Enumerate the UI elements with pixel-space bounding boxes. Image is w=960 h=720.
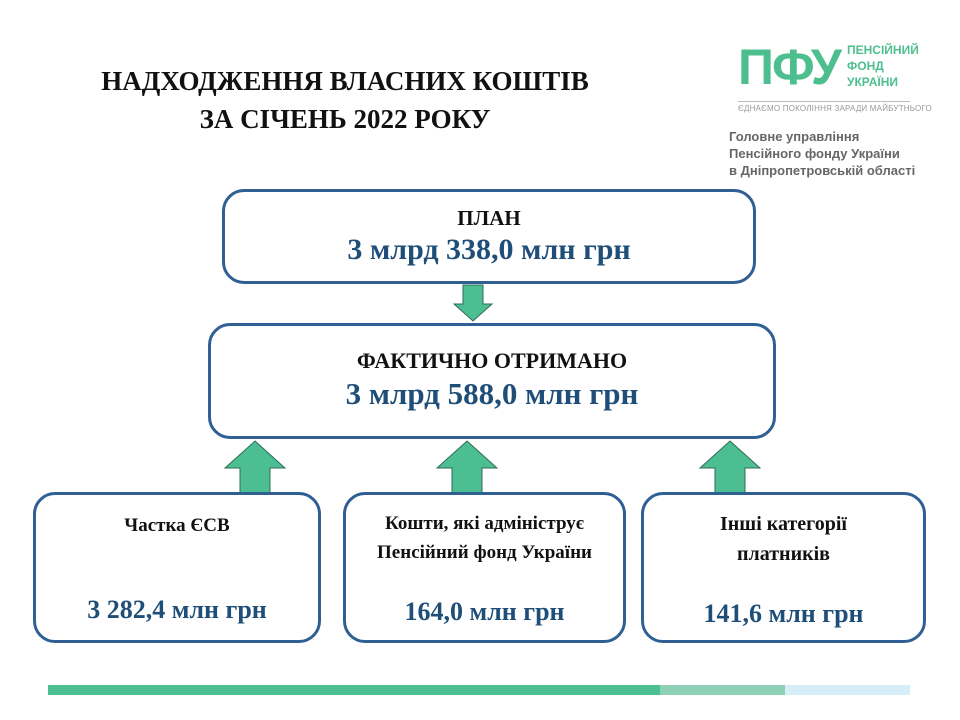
plan-label: ПЛАН	[457, 206, 521, 230]
source-label: Частка ЄСВ	[124, 515, 230, 536]
organization-name: Головне управління Пенсійного фонду Укра…	[729, 128, 915, 179]
actual-label: ФАКТИЧНО ОТРИМАНО	[356, 348, 628, 373]
footer-bar-segment-2	[660, 685, 785, 695]
logo-tagline: ЄДНАЄМО ПОКОЛІННЯ ЗАРАДИ МАЙБУТНЬОГО	[738, 104, 932, 113]
logo-name-3: УКРАЇНИ	[847, 75, 899, 89]
pfu-logo: ПФУ	[738, 39, 842, 95]
actual-value: 3 млрд 588,0 млн грн	[345, 376, 639, 411]
logo-name-2: ФОНД	[847, 59, 884, 73]
title-line-1: НАДХОДЖЕННЯ ВЛАСНИХ КОШТІВ	[101, 66, 589, 96]
org-line-1: Головне управління	[729, 129, 860, 144]
page-title: НАДХОДЖЕННЯ ВЛАСНИХ КОШТІВ ЗА СІЧЕНЬ 202…	[40, 62, 650, 138]
source-value: 141,6 млн грн	[703, 599, 864, 628]
plan-value: 3 млрд 338,0 млн грн	[347, 233, 631, 266]
source-box-other: Інші категорії платників 141,6 млн грн	[641, 492, 926, 643]
arrow-up-icon	[224, 440, 286, 494]
arrow-up-icon	[699, 440, 761, 494]
org-line-2: Пенсійного фонду України	[729, 146, 900, 161]
org-line-3: в Дніпропетровській області	[729, 163, 916, 178]
title-line-2: ЗА СІЧЕНЬ 2022 РОКУ	[199, 104, 491, 134]
plan-box: ПЛАН 3 млрд 338,0 млн грн	[222, 189, 756, 284]
arrow-up-icon	[436, 440, 498, 494]
source-box-pfu: Кошти, які адмініструє Пенсійний фонд Ук…	[343, 492, 626, 643]
source-box-esv: Частка ЄСВ 3 282,4 млн грн	[33, 492, 321, 643]
footer-bar-segment-1	[48, 685, 660, 695]
footer-bar-segment-3	[785, 685, 910, 695]
source-label: Інші категорії платників	[720, 513, 847, 565]
actual-box: ФАКТИЧНО ОТРИМАНО 3 млрд 588,0 млн грн	[208, 323, 776, 439]
source-value: 164,0 млн грн	[404, 597, 565, 626]
source-label: Кошти, які адмініструє Пенсійний фонд Ук…	[377, 513, 592, 563]
logo-name-1: ПЕНСІЙНИЙ	[847, 43, 919, 57]
arrow-down-icon	[452, 284, 494, 322]
logo-divider	[738, 101, 910, 102]
source-value: 3 282,4 млн грн	[87, 595, 267, 624]
logo-name: ПЕНСІЙНИЙ ФОНД УКРАЇНИ	[847, 42, 919, 90]
